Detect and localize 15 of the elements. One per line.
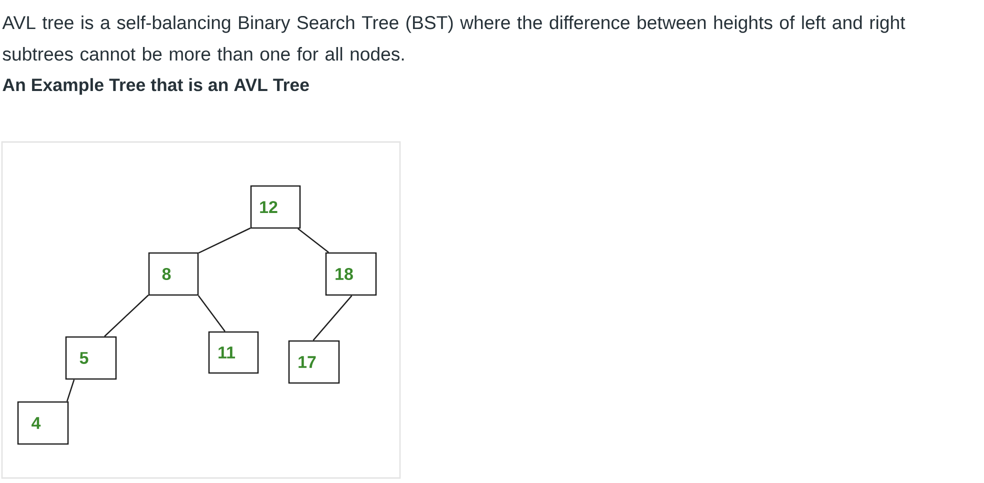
- connector-line: [198, 228, 251, 254]
- number-box: 17: [288, 340, 340, 384]
- connector-line: [298, 228, 329, 253]
- number-box: 11: [208, 331, 259, 374]
- connector-line: [104, 294, 149, 337]
- connector-line: [312, 295, 352, 341]
- connector-line: [66, 379, 75, 402]
- number-box: 4: [17, 401, 69, 445]
- number-box: 5: [65, 336, 117, 380]
- number-box: 8: [148, 252, 199, 296]
- number-box: 18: [325, 252, 377, 296]
- connector-line: [198, 295, 226, 332]
- paragraph: AVL tree is a self-balancing Binary Search Tree (BST) where the difference between heights of left and right subtrees cannot be more than one for all nodes.: [2, 16, 906, 61]
- number-box: 12: [250, 185, 301, 229]
- heading: An Example Tree that is an AVL Tree: [2, 78, 309, 95]
